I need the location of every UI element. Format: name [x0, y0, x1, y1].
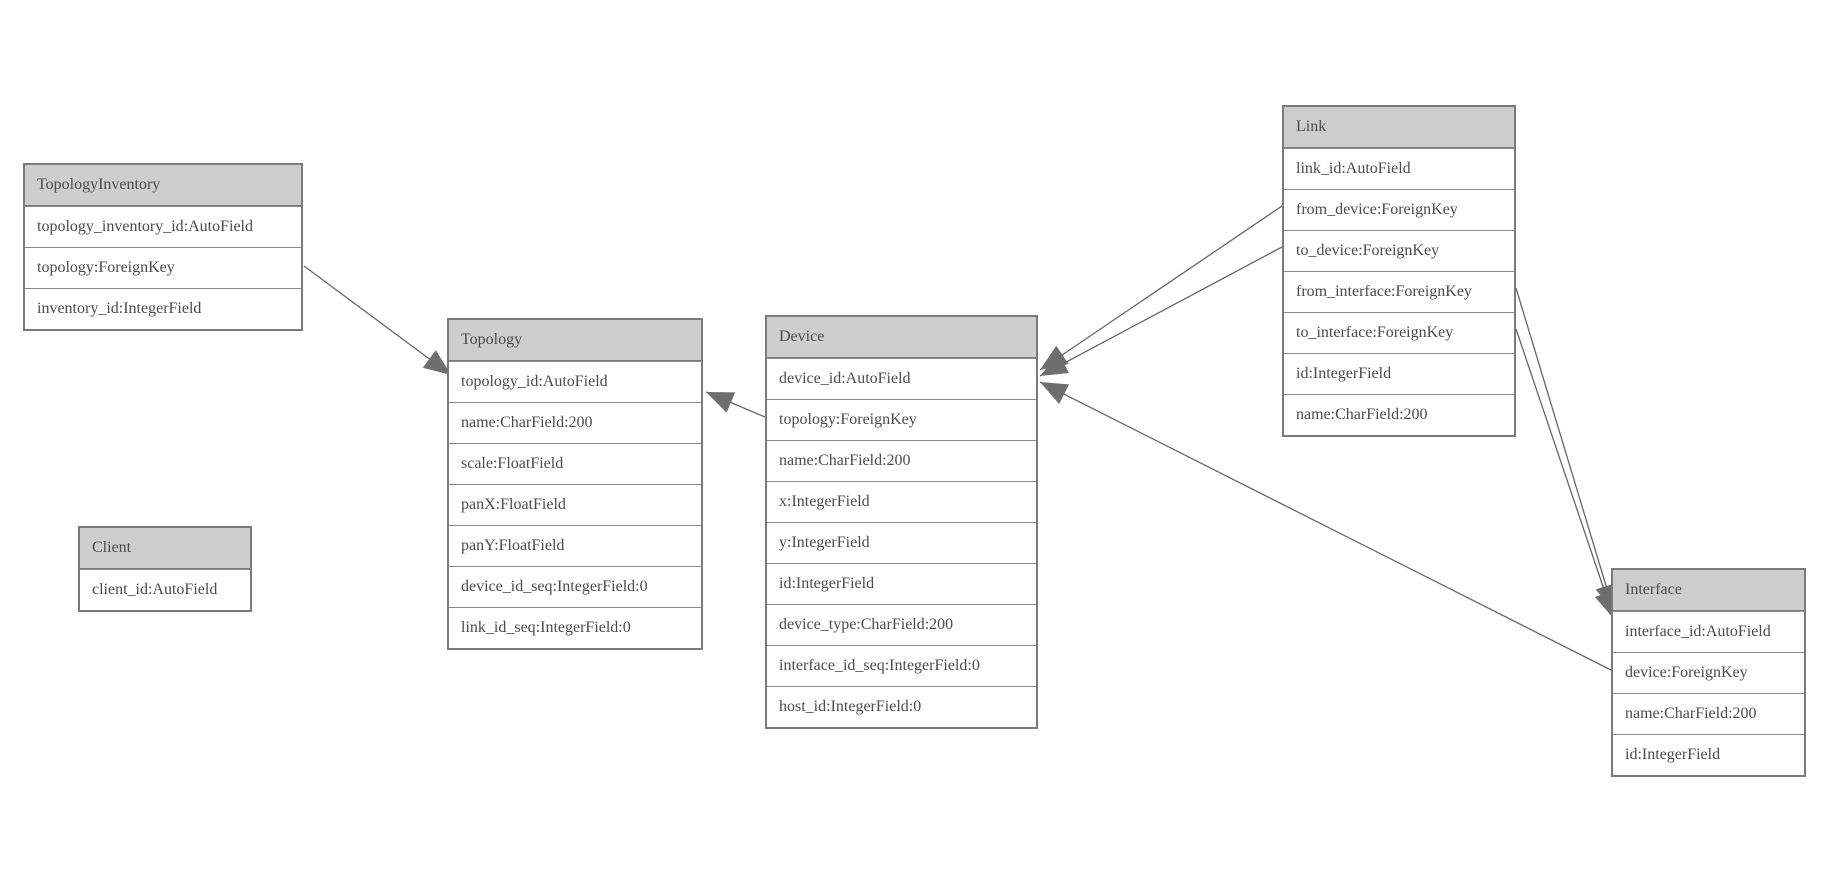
entity-field: inventory_id:IntegerField — [25, 288, 301, 329]
entity-field: panX:FloatField — [449, 484, 701, 525]
relationship-line-device-topology — [705, 391, 766, 418]
entity-field: device_id:AutoField — [767, 358, 1036, 399]
entity-title: TopologyInventory — [25, 165, 301, 206]
entity-field: to_interface:ForeignKey — [1284, 312, 1514, 353]
entity-field: name:CharField:200 — [1284, 394, 1514, 435]
entity-field: device:ForeignKey — [1613, 652, 1804, 693]
entity-field: id:IntegerField — [1613, 734, 1804, 775]
entity-field: to_device:ForeignKey — [1284, 230, 1514, 271]
entity-title: Client — [80, 528, 250, 569]
relationship-line-topologyinventory-topology — [303, 265, 452, 376]
arrowhead-icon — [1040, 345, 1069, 370]
entity-field: host_id:IntegerField:0 — [767, 686, 1036, 727]
entity-field: id:IntegerField — [1284, 353, 1514, 394]
entity-title: Interface — [1613, 570, 1804, 611]
arrowhead-icon — [706, 392, 736, 413]
entity-field: device_id_seq:IntegerField:0 — [449, 566, 701, 607]
entity-field: name:CharField:200 — [1613, 693, 1804, 734]
entity-field: topology:ForeignKey — [25, 247, 301, 288]
arrowhead-icon — [1040, 353, 1070, 376]
entity-title: Topology — [449, 320, 701, 361]
entity-field: scale:FloatField — [449, 443, 701, 484]
entity-field: panY:FloatField — [449, 525, 701, 566]
entity-field: name:CharField:200 — [767, 440, 1036, 481]
entity-field: link_id:AutoField — [1284, 148, 1514, 189]
relationship-line-link-from_interface-interface — [1515, 287, 1615, 613]
entity-field: y:IntegerField — [767, 522, 1036, 563]
relationship-line-link-to_interface-interface — [1515, 328, 1615, 620]
entity-field: interface_id_seq:IntegerField:0 — [767, 645, 1036, 686]
entity-field: interface_id:AutoField — [1613, 611, 1804, 652]
entity-field: device_type:CharField:200 — [767, 604, 1036, 645]
relationship-line-link-from_device-device — [1039, 205, 1283, 371]
entity-field: from_device:ForeignKey — [1284, 189, 1514, 230]
entity-field: topology_inventory_id:AutoField — [25, 206, 301, 247]
entity-field: topology_id:AutoField — [449, 361, 701, 402]
entity-title: Device — [767, 317, 1036, 358]
entity-field: from_interface:ForeignKey — [1284, 271, 1514, 312]
entity-field: name:CharField:200 — [449, 402, 701, 443]
relationship-line-link-to_device-device — [1039, 246, 1283, 377]
entity-field: client_id:AutoField — [80, 569, 250, 610]
entity-title: Link — [1284, 107, 1514, 148]
entity-field: link_id_seq:IntegerField:0 — [449, 607, 701, 648]
arrowhead-icon — [1040, 382, 1070, 404]
entity-field: topology:ForeignKey — [767, 399, 1036, 440]
entity-field: x:IntegerField — [767, 481, 1036, 522]
entity-field: id:IntegerField — [767, 563, 1036, 604]
